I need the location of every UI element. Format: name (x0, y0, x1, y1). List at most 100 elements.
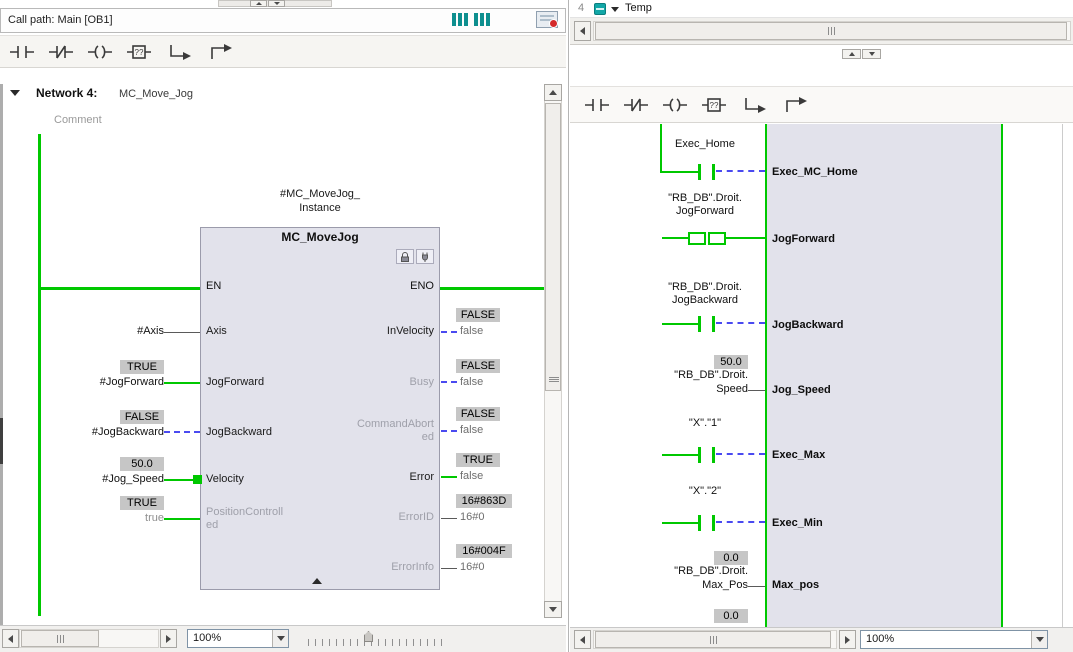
zoom-dropdown-button[interactable] (1031, 631, 1047, 648)
operand-commandaborted[interactable]: false (460, 424, 483, 437)
block-plug-button[interactable] (416, 249, 434, 264)
rung5-tag[interactable]: "X"."1" (645, 417, 765, 430)
rung2-box-contact[interactable] (688, 232, 706, 245)
network-collapse-icon[interactable] (10, 90, 20, 96)
block-lock-button[interactable] (396, 249, 414, 264)
param-jogforward: JogForward (772, 233, 835, 246)
operand-errorinfo[interactable]: 16#0 (460, 561, 484, 574)
value-commandaborted: FALSE (456, 407, 500, 421)
open-branch-button[interactable] (736, 91, 773, 118)
insert-closed-contact-button[interactable] (617, 91, 654, 118)
param-axis: Axis (206, 325, 227, 338)
rung5-left-wire (662, 454, 698, 456)
axis-wire (164, 332, 200, 333)
operand-velocity[interactable]: #Jog_Speed (60, 473, 164, 486)
panel-divider[interactable] (568, 0, 569, 652)
zoom-dropdown-button[interactable] (272, 630, 288, 647)
rung1-tag[interactable]: Exec_Home (645, 138, 765, 151)
rung2-box-contact[interactable] (708, 232, 726, 245)
rung5-contact[interactable] (698, 447, 701, 463)
v-scroll-down-button[interactable] (544, 601, 562, 618)
param-jogforward: JogForward (206, 376, 264, 389)
rung4-tag-line1[interactable]: "RB_DB".Droit. (608, 369, 748, 382)
open-branch-button[interactable] (161, 38, 198, 65)
fb-block-body[interactable] (765, 124, 1003, 627)
instance-name-line2[interactable]: Instance (200, 202, 440, 215)
partial-value: 0.0 (714, 609, 748, 623)
operand-error[interactable]: false (460, 470, 483, 483)
rung1-contact[interactable] (712, 164, 715, 180)
rung6-contact[interactable] (712, 515, 715, 531)
busy-wire (441, 381, 457, 383)
insert-coil-button[interactable] (656, 91, 693, 118)
insert-empty-box-button[interactable]: ?? (695, 91, 732, 118)
operand-jogbackward[interactable]: #JogBackward (60, 426, 164, 439)
insert-open-contact-button[interactable] (578, 91, 615, 118)
rung2-tag-line2[interactable]: JogForward (645, 205, 765, 218)
block-title: MC_MoveJog (200, 231, 440, 244)
scroll-up-button[interactable] (250, 0, 267, 7)
rung1-contact[interactable] (698, 164, 701, 180)
close-branch-button[interactable] (777, 91, 814, 118)
network-comment-field[interactable]: Comment (54, 114, 102, 127)
instance-name-line1[interactable]: #MC_MoveJog_ (200, 188, 440, 201)
operand-errorid[interactable]: 16#0 (460, 511, 484, 524)
zoom-value: 100% (861, 633, 894, 645)
h-scroll-left-button[interactable] (2, 629, 19, 648)
v-scrollbar-thumb[interactable] (545, 103, 561, 391)
h-scroll-right-button[interactable] (839, 630, 856, 649)
value-invelocity: FALSE (456, 308, 500, 322)
insert-open-contact-button[interactable] (3, 38, 40, 65)
h-scrollbar-thumb[interactable] (21, 630, 99, 647)
close-branch-icon (783, 96, 809, 114)
splitter-down-button[interactable] (862, 49, 881, 59)
h-scroll-left-button[interactable] (574, 630, 591, 649)
insert-empty-box-button[interactable]: ?? (120, 38, 157, 65)
insert-coil-button[interactable] (81, 38, 118, 65)
temp-section-label[interactable]: Temp (625, 2, 652, 15)
table-hscroll-thumb[interactable] (595, 22, 1067, 40)
rung3-contact[interactable] (698, 316, 701, 332)
operand-invelocity[interactable]: false (460, 325, 483, 338)
value-velocity: 50.0 (120, 457, 164, 471)
rung7-tag-line2[interactable]: Max_Pos (608, 579, 748, 592)
dock-edge-handle[interactable] (0, 418, 3, 464)
h-scrollbar-thumb[interactable] (595, 631, 831, 648)
operand-busy[interactable]: false (460, 376, 483, 389)
down-arrow-icon (274, 2, 280, 5)
network-name[interactable]: MC_Move_Jog (119, 88, 193, 101)
temp-collapse-icon[interactable] (611, 7, 619, 12)
block-collapse-icon[interactable] (312, 578, 322, 584)
operand-positioncontrolled[interactable]: true (60, 512, 164, 525)
operand-axis[interactable]: #Axis (60, 325, 164, 338)
rung6-tag[interactable]: "X"."2" (645, 485, 765, 498)
splitter-up-button[interactable] (842, 49, 861, 59)
errorid-wire (441, 518, 457, 519)
thumb-grip-icon (828, 27, 835, 35)
h-scroll-right-button[interactable] (160, 629, 177, 648)
param-invelocity: InVelocity (334, 325, 434, 338)
rung3-tag-line1[interactable]: "RB_DB".Droit. (645, 281, 765, 294)
scroll-down-button[interactable] (268, 0, 285, 7)
operand-jogforward[interactable]: #JogForward (60, 376, 164, 389)
rung3-tag-line2[interactable]: JogBackward (645, 294, 765, 307)
thumb-grip-icon (549, 376, 559, 383)
value-busy: FALSE (456, 359, 500, 373)
insert-closed-contact-button[interactable] (42, 38, 79, 65)
rung2-tag-line1[interactable]: "RB_DB".Droit. (645, 192, 765, 205)
param-exec-mc-home: Exec_MC_Home (772, 166, 858, 179)
rung7-tag-line1[interactable]: "RB_DB".Droit. (608, 565, 748, 578)
rung7-wire (748, 586, 765, 587)
up-arrow-icon (549, 90, 557, 95)
zoom-select[interactable]: 100% (187, 629, 289, 648)
table-hscroll-left-button[interactable] (574, 21, 591, 41)
rung4-tag-line2[interactable]: Speed (608, 383, 748, 396)
zoom-select[interactable]: 100% (860, 630, 1048, 649)
rung5-contact[interactable] (712, 447, 715, 463)
rung3-contact[interactable] (712, 316, 715, 332)
v-scroll-up-button[interactable] (544, 84, 562, 101)
close-branch-button[interactable] (202, 38, 239, 65)
canvas-right-edge (1062, 124, 1063, 627)
rung6-contact[interactable] (698, 515, 701, 531)
